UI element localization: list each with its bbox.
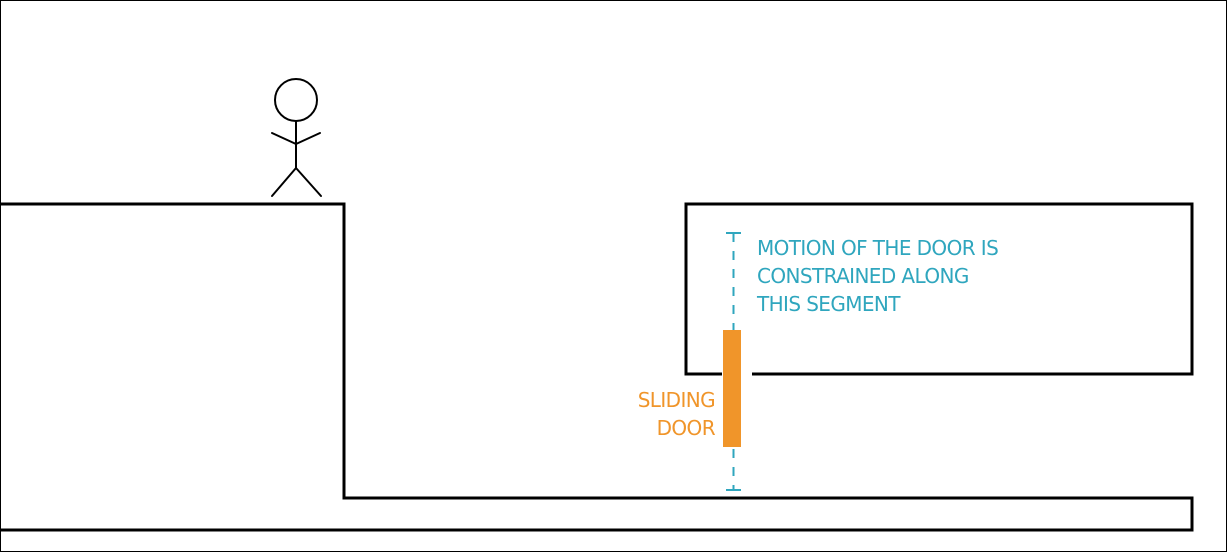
- motion-annotation-line-2: CONSTRAINED ALONG: [757, 264, 969, 288]
- sliding-door: [723, 330, 741, 447]
- terrain-outline: [0, 202, 1194, 532]
- overhang-block: [684, 202, 1194, 376]
- sliding-door-label: SLIDING DOOR: [637, 386, 716, 442]
- stick-figure-icon: [271, 78, 322, 197]
- sliding-door-label-line-2: DOOR: [656, 416, 716, 440]
- motion-annotation: MOTION OF THE DOOR IS CONSTRAINED ALONG …: [757, 234, 999, 318]
- sliding-door-label-line-1: SLIDING: [637, 388, 716, 412]
- motion-annotation-line-1: MOTION OF THE DOOR IS: [757, 236, 999, 260]
- motion-annotation-line-3: THIS SEGMENT: [757, 292, 901, 316]
